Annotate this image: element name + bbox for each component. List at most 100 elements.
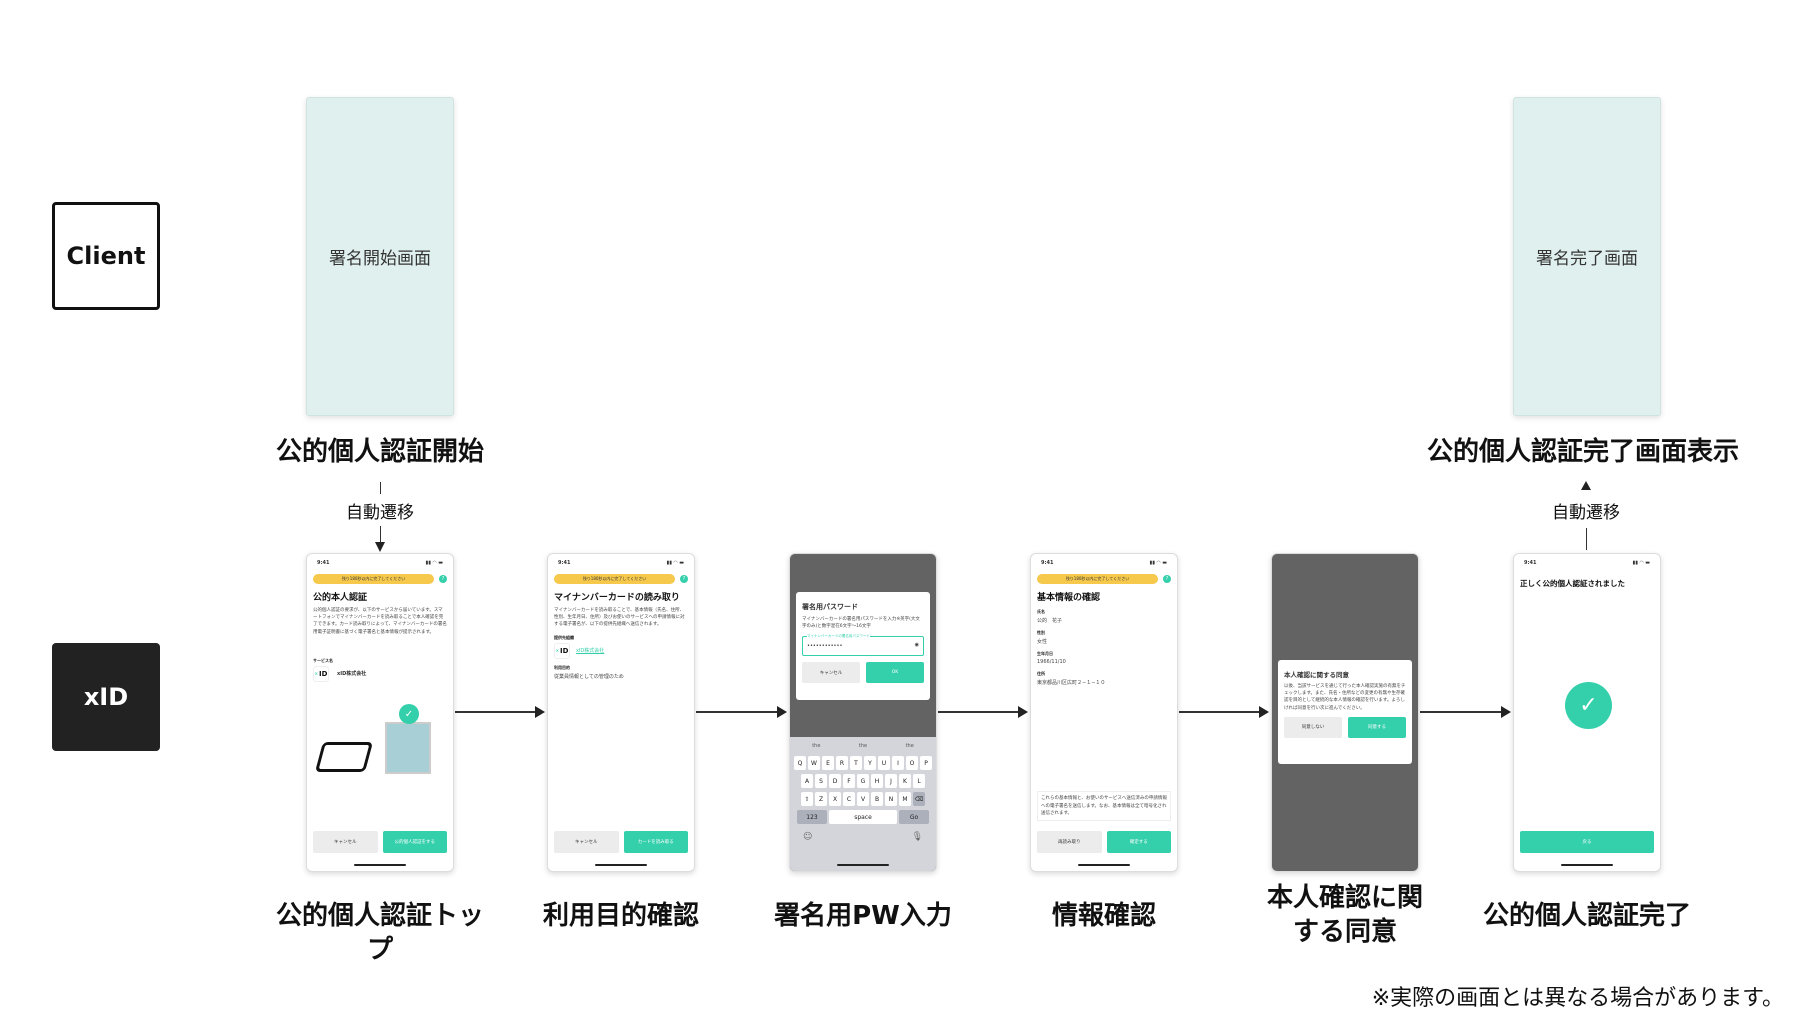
key[interactable]: A [801, 774, 813, 788]
home-indicator [837, 864, 889, 866]
step-label: 公的個人認証トップ [275, 901, 484, 965]
step-label: 公的個人認証完了 [1482, 901, 1691, 931]
client-start-screen: 署名開始画面 [306, 97, 454, 416]
suggestion[interactable]: the [858, 743, 868, 749]
key[interactable]: C [843, 792, 855, 806]
help-icon[interactable]: ? [1163, 575, 1171, 583]
key[interactable]: L [913, 774, 925, 788]
home-indicator [354, 864, 406, 866]
key[interactable]: R [836, 756, 848, 770]
field-label: 氏名 [1037, 609, 1045, 614]
key-123[interactable]: 123 [797, 810, 827, 824]
suggestion[interactable]: the [905, 743, 914, 749]
key[interactable]: Q [794, 756, 806, 770]
key[interactable]: W [808, 756, 820, 770]
field-value: 公的 花子 [1037, 618, 1063, 624]
screen-body: マイナンバーカードを読み取ることで、基本情報（氏名、住所、性別、生年月日、住所）… [554, 608, 685, 628]
key[interactable]: X [829, 792, 841, 806]
field-label: 生年月日 [1037, 651, 1053, 656]
backspace-key[interactable]: ⌫ [913, 792, 925, 806]
reread-button[interactable]: 再読み取り [1037, 831, 1102, 853]
arrow-up-icon [1581, 481, 1591, 490]
cancel-button[interactable]: キャンセル [802, 662, 860, 684]
confirm-button[interactable]: 確定する [1106, 831, 1171, 853]
check-icon: ✓ [1565, 682, 1612, 729]
screen-title: 公的本人認証 [313, 593, 368, 603]
connector-line [380, 526, 381, 546]
password-field-label: マイナンバーカードの署名用パスワード [807, 634, 870, 640]
status-time: 9:41 [317, 560, 330, 566]
disagree-button[interactable]: 同意しない [1284, 716, 1342, 738]
service-label: サービス名 [313, 657, 333, 663]
read-card-button[interactable]: カードを読み取る [623, 831, 688, 853]
status-time: 9:41 [1524, 560, 1537, 566]
dialog-body: 以後、当該サービスを通じて行った本人確認実施の有無をチェックします。また、氏名・… [1284, 684, 1406, 711]
flow-arrow [938, 706, 1028, 718]
phone-info-confirm: 9:41▮▮ ◠ ▬ 残り180秒以内に完了してください? 基本情報の確認 氏名… [1030, 553, 1178, 872]
flow-arrow [696, 706, 787, 718]
screen-body: 公的個人認証の要求が、以下のサービスから届いています。スマートフォンでマイナンバ… [313, 608, 447, 635]
step-label: 署名用PW入力 [774, 901, 952, 931]
key[interactable]: E [822, 756, 834, 770]
emoji-icon[interactable]: ☺ [803, 832, 813, 842]
auto-transition-label: 自動遷移 [346, 503, 414, 523]
agree-button[interactable]: 同意する [1348, 716, 1406, 738]
key[interactable]: T [850, 756, 862, 770]
status-icons: ▮▮ ◠ ▬ [425, 560, 443, 566]
key[interactable]: J [885, 774, 897, 788]
key[interactable]: B [871, 792, 883, 806]
home-indicator [1078, 864, 1130, 866]
key[interactable]: V [857, 792, 869, 806]
key-go[interactable]: Go [899, 810, 929, 824]
status-time: 9:41 [1041, 560, 1054, 566]
help-icon[interactable]: ? [439, 575, 447, 583]
phone-auth-complete: 9:41▮▮ ◠ ▬ 正しく公的個人認証されました ✓ 戻る [1513, 553, 1661, 872]
help-icon[interactable]: ? [680, 575, 688, 583]
cancel-button[interactable]: キャンセル [554, 831, 619, 853]
ok-button[interactable]: OK [866, 662, 924, 684]
step-label: 本人確認に関する同意 [1266, 883, 1423, 947]
key[interactable]: M [899, 792, 911, 806]
key[interactable]: O [906, 756, 918, 770]
key[interactable]: N [885, 792, 897, 806]
key[interactable]: S [815, 774, 827, 788]
key-space[interactable]: space [829, 810, 897, 824]
key[interactable]: Y [864, 756, 876, 770]
start-auth-button[interactable]: 公的個人認証をする [382, 831, 447, 853]
key[interactable]: G [857, 774, 869, 788]
purpose-value: 従業員情報としての管理のため [554, 673, 624, 680]
shift-key[interactable]: ⇧ [801, 792, 813, 806]
field-value: 東京都品川区広町２−１−１０ [1037, 680, 1106, 686]
mic-icon[interactable]: 🎙 [911, 832, 923, 842]
password-field[interactable]: マイナンバーカードの署名用パスワード •••••••••••• ◉ [802, 634, 924, 657]
client-lane-label: Client [52, 202, 160, 310]
suggestion[interactable]: the [812, 743, 821, 749]
screen-title: マイナンバーカードの読み取り [554, 593, 680, 603]
phone-purpose-confirm: 9:41▮▮ ◠ ▬ 残り180秒以内に完了してください? マイナンバーカードの… [547, 553, 695, 872]
flow-arrow [455, 706, 545, 718]
key[interactable]: Z [815, 792, 827, 806]
xid-lane-label: xID [52, 643, 160, 751]
back-button[interactable]: 戻る [1520, 831, 1654, 853]
key[interactable]: I [892, 756, 904, 770]
consent-dialog: 本人確認に関する同意 以後、当該サービスを通じて行った本人確認実施の有無をチェッ… [1278, 660, 1412, 764]
key[interactable]: D [829, 774, 841, 788]
key[interactable]: U [878, 756, 890, 770]
step-label: 利用目的確認 [542, 901, 699, 931]
cancel-button[interactable]: キャンセル [313, 831, 378, 853]
org-name-link[interactable]: xID株式会社 [576, 648, 605, 655]
client-step-start: 公的個人認証開始 [275, 437, 484, 467]
key[interactable]: K [899, 774, 911, 788]
arrow-down-icon [375, 542, 385, 552]
key[interactable]: F [843, 774, 855, 788]
key[interactable]: P [920, 756, 932, 770]
home-indicator [595, 864, 647, 866]
key[interactable]: H [871, 774, 883, 788]
step-label: 情報確認 [1051, 901, 1156, 931]
eye-icon[interactable]: ◉ [914, 642, 919, 649]
field-label: 住所 [1037, 671, 1045, 676]
field-value: 女性 [1037, 639, 1048, 645]
connector-line [1586, 528, 1587, 550]
auto-transition-label: 自動遷移 [1552, 503, 1620, 523]
phone-consent: 本人確認に関する同意 以後、当該サービスを通じて行った本人確認実施の有無をチェッ… [1271, 553, 1419, 872]
